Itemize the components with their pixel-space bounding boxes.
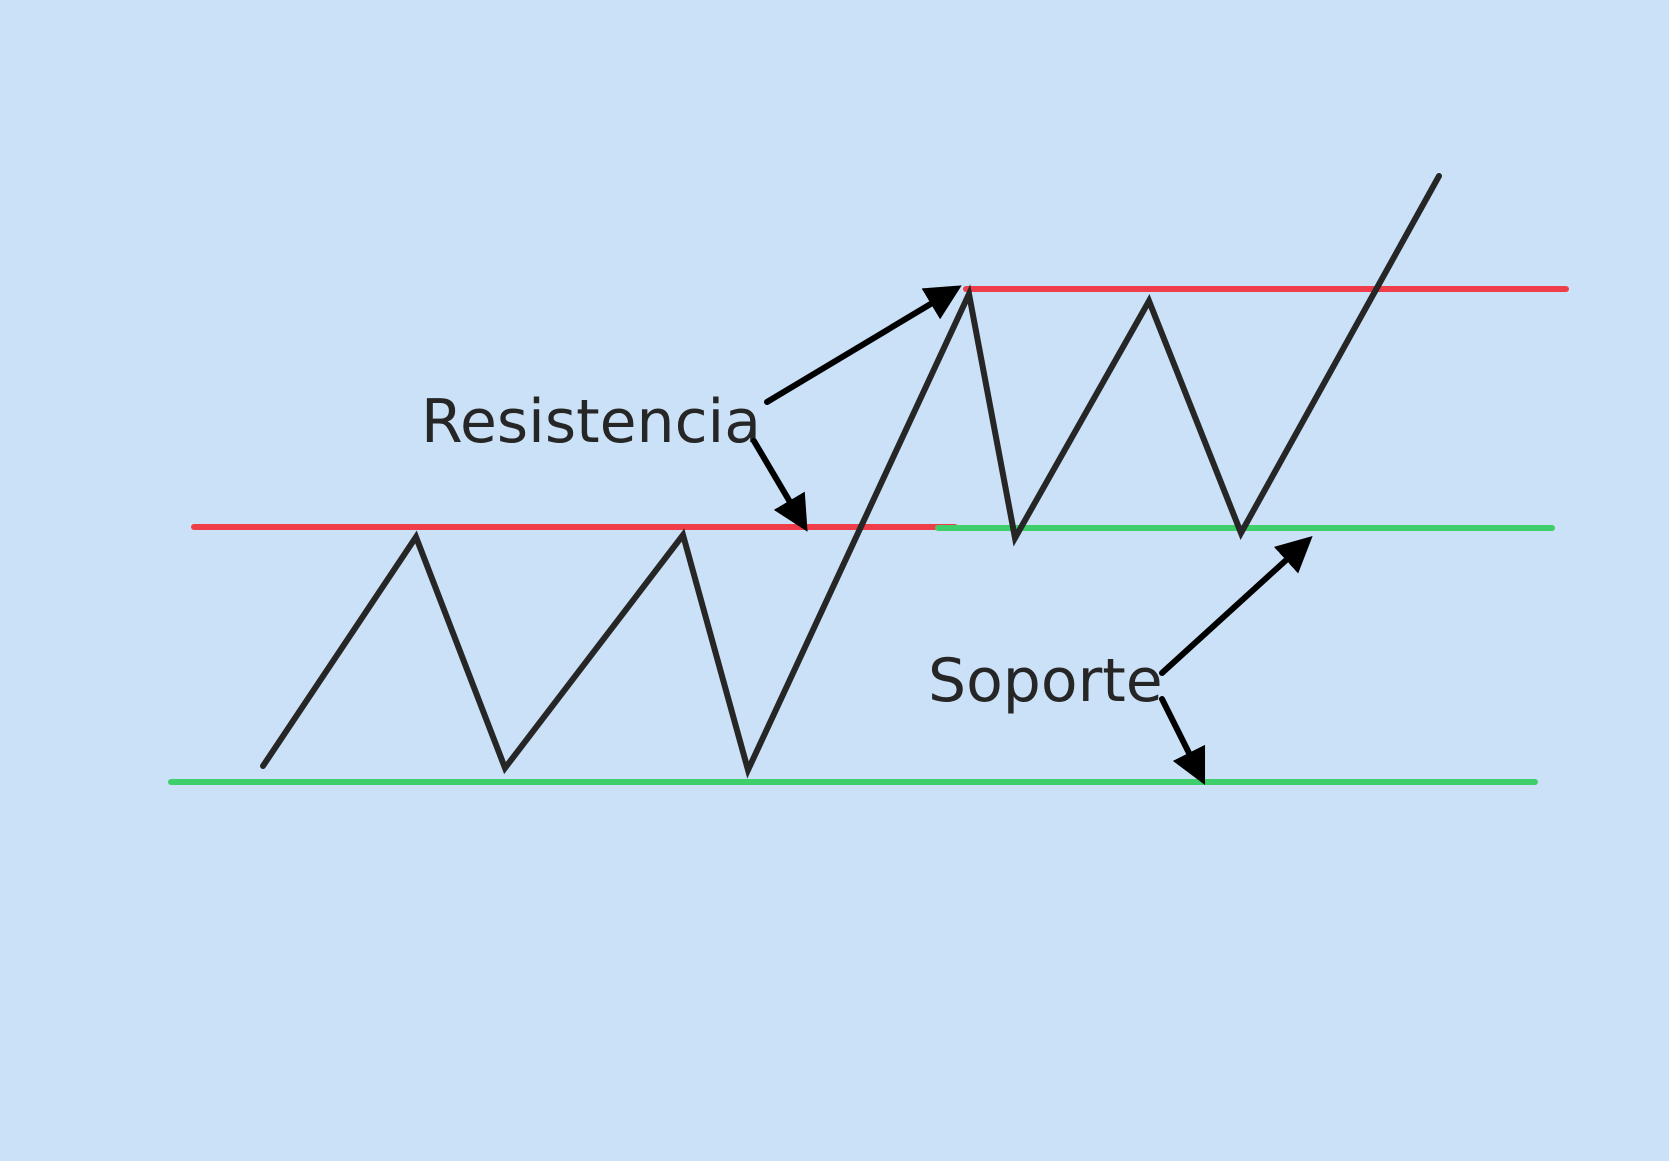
price-line bbox=[260, 173, 1442, 779]
resistance-arrow-lower bbox=[751, 438, 808, 532]
support-arrow-upper bbox=[1159, 535, 1313, 676]
support-arrow-lower bbox=[1159, 696, 1206, 786]
resistance-arrow-upper bbox=[764, 285, 962, 405]
resistance-label: Resistencia bbox=[421, 387, 761, 457]
support-label: Soporte bbox=[928, 646, 1163, 716]
